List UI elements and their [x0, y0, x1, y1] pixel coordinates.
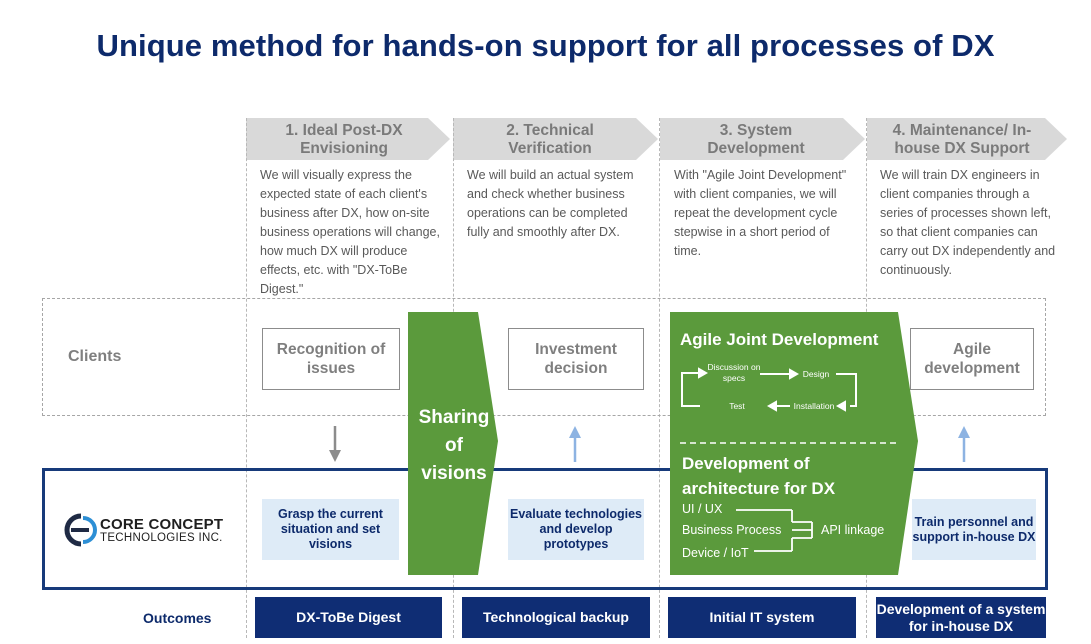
cycle-step-installation: Installation — [793, 401, 835, 411]
arch-item-business-process: Business Process — [682, 523, 782, 537]
logo-subtext: TECHNOLOGIES INC. — [100, 532, 223, 544]
clients-row — [42, 298, 1046, 416]
phase-2-chevron — [453, 118, 658, 160]
outcome-technological-backup: Technological backup — [462, 597, 650, 638]
separator-line — [659, 118, 660, 638]
phase-1-chevron — [246, 118, 450, 160]
core-concept-logo-icon — [64, 513, 97, 547]
client-box-agile: Agile development — [910, 328, 1034, 390]
company-row — [42, 468, 1048, 590]
phase-3-chevron — [660, 118, 865, 160]
cycle-arrows-icon — [681, 367, 857, 412]
phase-3-label: 3. System Development — [707, 122, 805, 157]
company-box-train: Train personnel and support in-house DX — [912, 499, 1036, 560]
arch-item-device-iot: Device / IoT — [682, 546, 749, 560]
cycle-step-test: Test — [729, 401, 745, 411]
clients-label: Clients — [68, 348, 122, 365]
separator-line — [246, 118, 247, 638]
outcome-dx-tobe-digest: DX-ToBe Digest — [255, 597, 442, 638]
phase-3-description: With "Agile Joint Development" with clie… — [674, 168, 847, 258]
architecture-title: Development of architecture for DX — [682, 454, 836, 498]
down-arrow-icon — [329, 426, 341, 462]
phase-2-description: We will build an actual system and check… — [467, 168, 634, 239]
logo-text: CORE CONCEPT — [100, 516, 224, 533]
sharing-visions-label: Sharing of visions — [418, 407, 490, 484]
outcomes-label: Outcomes — [143, 610, 212, 626]
api-linkage-bracket-icon — [736, 509, 813, 552]
company-box-grasp: Grasp the current situation and set visi… — [262, 499, 399, 560]
outcome-initial-it-system: Initial IT system — [668, 597, 856, 638]
client-box-investment: Investment decision — [508, 328, 644, 390]
phase-4-description: We will train DX engineers in client com… — [880, 168, 1056, 277]
phase-4-chevron — [867, 118, 1067, 160]
up-arrow-icon — [958, 426, 970, 462]
phase-1-description: We will visually express the expected st… — [260, 168, 440, 296]
client-box-recognition: Recognition of issues — [262, 328, 400, 390]
company-box-evaluate: Evaluate technologies and develop protot… — [508, 499, 644, 560]
up-arrow-icon — [569, 426, 581, 462]
agile-title: Agile Joint Development — [680, 330, 879, 349]
cycle-step-design: Design — [802, 369, 830, 379]
page-title: Unique method for hands-on support for a… — [96, 28, 995, 63]
arch-item-ui-ux: UI / UX — [682, 502, 723, 516]
phase-1-label: 1. Ideal Post-DX Envisioning — [285, 122, 403, 157]
phase-4-label: 4. Maintenance/ In-house DX Support — [892, 122, 1032, 157]
phase-2-label: 2. Technical Verification — [506, 122, 594, 157]
sharing-arrow-shape — [408, 312, 498, 575]
outcome-inhouse-dx-system: Development of a system for in-house DX — [876, 597, 1046, 638]
cycle-step-discussion: Discussion on specs — [707, 362, 761, 383]
api-linkage-label: API linkage — [821, 523, 885, 537]
